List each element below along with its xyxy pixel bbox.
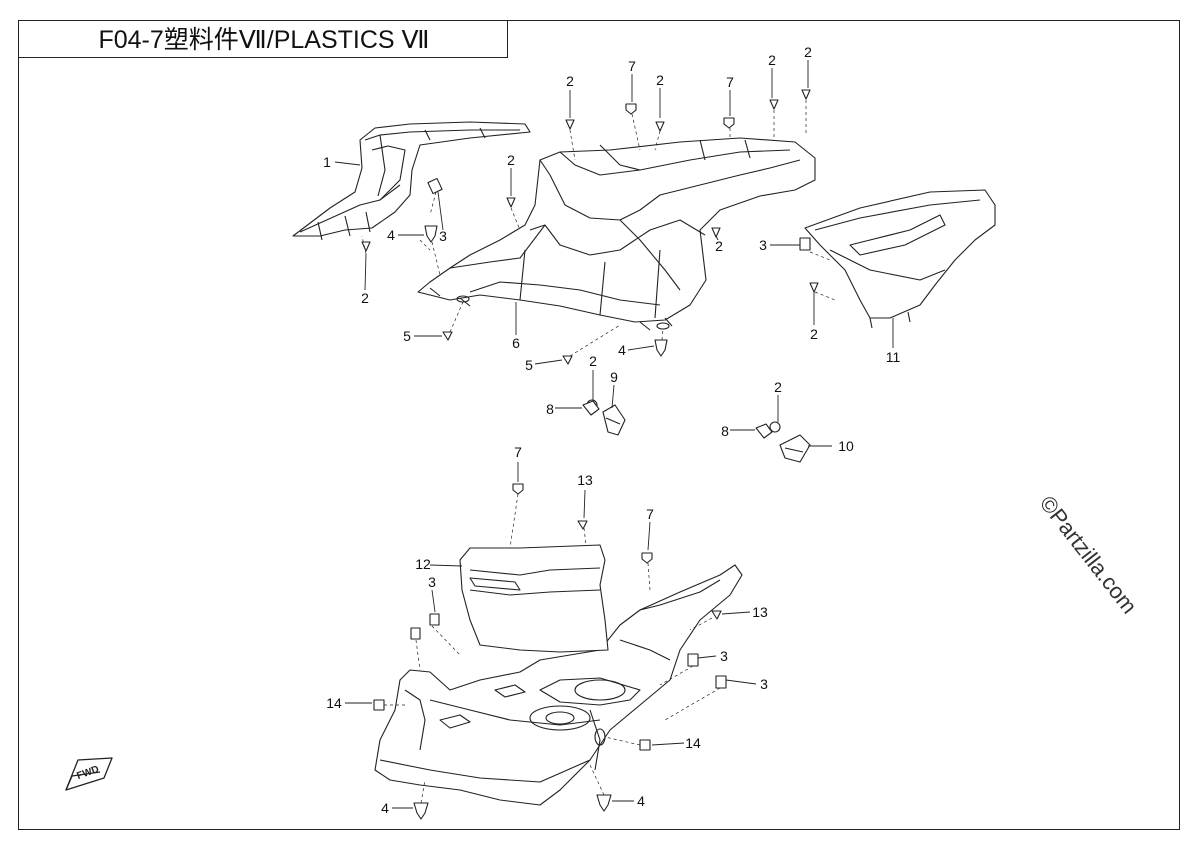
callout-3: 3 (760, 676, 768, 692)
part-1-left-cover (292, 121, 531, 241)
callout-2: 2 (507, 152, 515, 168)
callout-8: 8 (546, 401, 554, 417)
part-10-clip (779, 434, 811, 463)
callout-2: 2 (768, 52, 776, 68)
part-9-clip (602, 404, 626, 436)
callout-13: 13 (752, 604, 768, 620)
callout-3: 3 (759, 237, 767, 253)
callout-7: 7 (628, 58, 636, 74)
callout-5: 5 (403, 328, 411, 344)
callout-5: 5 (525, 357, 533, 373)
callout-12: 12 (415, 556, 431, 572)
drawing-frame (18, 20, 1180, 830)
callout-4: 4 (381, 800, 389, 816)
callout-6: 6 (512, 335, 520, 351)
part-6-main-cover (417, 137, 816, 331)
callout-11: 11 (885, 349, 901, 365)
callout-2: 2 (810, 326, 818, 342)
title-box: F04-7塑料件Ⅶ/PLASTICS Ⅶ (18, 20, 508, 58)
callout-2: 2 (566, 73, 574, 89)
fwd-arrow-icon (65, 757, 113, 791)
part-12-lower-panel (374, 544, 743, 806)
callout-1: 1 (323, 154, 331, 170)
leader-lines (334, 60, 894, 809)
callout-2: 2 (656, 72, 664, 88)
page-title: F04-7塑料件Ⅶ/PLASTICS Ⅶ (98, 26, 430, 54)
callout-3: 3 (439, 228, 447, 244)
callout-14: 14 (685, 735, 701, 751)
callout-7: 7 (646, 506, 654, 522)
callout-7: 7 (514, 444, 522, 460)
callout-2: 2 (361, 290, 369, 306)
callout-4: 4 (387, 227, 395, 243)
callout-4: 4 (637, 793, 645, 809)
callout-2: 2 (715, 238, 723, 254)
part-11-right-panel (804, 189, 996, 329)
callout-9: 9 (610, 369, 618, 385)
callout-3: 3 (720, 648, 728, 664)
callout-4: 4 (618, 342, 626, 358)
callout-3: 3 (428, 574, 436, 590)
callout-14: 14 (326, 695, 342, 711)
callout-8: 8 (721, 423, 729, 439)
callout-13: 13 (577, 472, 593, 488)
callout-10: 10 (838, 438, 854, 454)
callout-2: 2 (804, 44, 812, 60)
alignment-lines (361, 100, 836, 804)
callout-7: 7 (726, 74, 734, 90)
callout-2: 2 (774, 379, 782, 395)
fasteners (361, 89, 819, 820)
callout-2: 2 (589, 353, 597, 369)
